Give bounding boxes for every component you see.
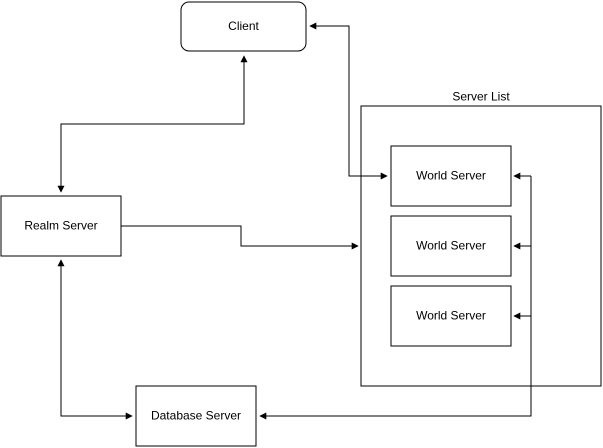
node-world-server-1: World Server [390, 145, 512, 207]
server-list-label: Server List [452, 90, 510, 104]
server-list-box [360, 105, 602, 387]
edges [57, 22, 532, 420]
world-server-label: World Server [416, 169, 486, 183]
node-client: Client [180, 1, 307, 52]
database-server-box [135, 385, 257, 447]
realm-server-box [0, 195, 122, 257]
world-server-box [390, 145, 512, 207]
node-realm-server: Realm Server [0, 195, 122, 257]
database-server-label: Database Server [151, 409, 241, 423]
edge-client-realm [57, 55, 248, 193]
world-server-box [390, 215, 512, 277]
client-label: Client [228, 19, 259, 33]
world-server-box [390, 285, 512, 347]
edge-realm-serverlist [121, 225, 359, 250]
edge-worlds-database [260, 176, 532, 417]
world-server-label: World Server [416, 309, 486, 323]
node-server-list: Server List [360, 90, 602, 387]
edge-client-world1 [309, 22, 388, 180]
world-server-label: World Server [416, 239, 486, 253]
node-database-server: Database Server [135, 385, 257, 447]
node-world-server-3: World Server [390, 285, 512, 347]
node-world-server-2: World Server [390, 215, 512, 277]
edge-realm-database [57, 259, 133, 420]
realm-server-label: Realm Server [24, 219, 97, 233]
client-box [180, 1, 307, 52]
